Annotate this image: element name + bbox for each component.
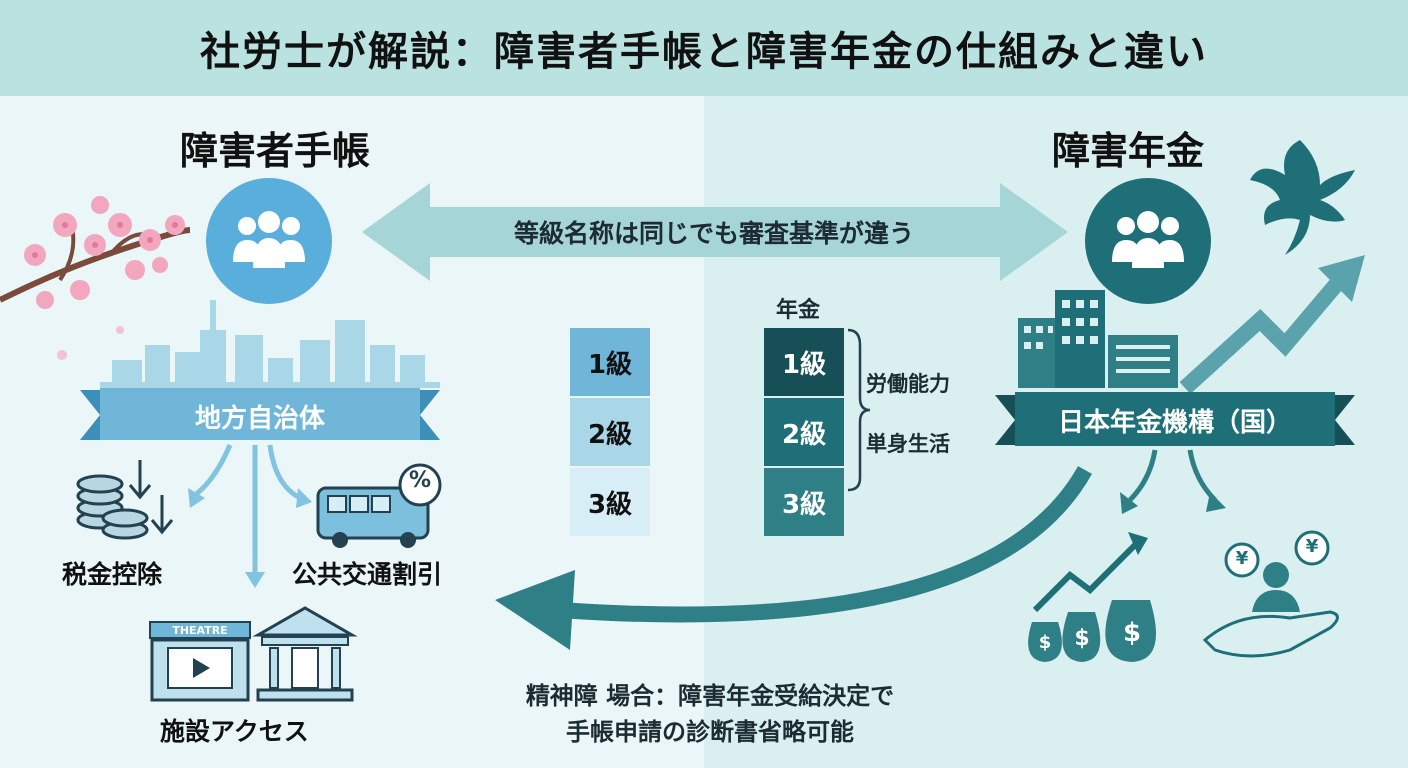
certificate-grade-2: 2級 [570, 398, 650, 466]
theatre-icon [149, 621, 251, 702]
money-bags-icon [1028, 532, 1156, 662]
local-government-banner [80, 388, 440, 440]
bus-icon [316, 463, 442, 548]
page-title: 社労士が解説：障害者手帳と障害年金の仕組みと違い [200, 29, 1208, 75]
local-government-label: 地方自治体 [194, 404, 325, 434]
cherry-blossom-icon [0, 196, 191, 360]
people-icon [233, 211, 305, 268]
office-buildings-icon [1018, 290, 1178, 388]
pension-grade-3: 3級 [764, 468, 844, 536]
disability-certificate-heading: 障害者手帳 [180, 129, 371, 173]
note-line-1: 精神障 場合：障害年金受給決定で [525, 682, 895, 710]
museum-icon [252, 606, 358, 702]
pension-grade-1: 1級 [764, 328, 844, 396]
yen-icon: ¥ [1305, 536, 1319, 557]
work-ability-label: 労働能力 [866, 372, 950, 396]
pension-grade-2: 2級 [764, 398, 844, 466]
coins-icon [76, 474, 149, 540]
dollar-icon: $ [1074, 626, 1090, 651]
city-skyline-icon [100, 300, 440, 388]
dollar-icon: $ [1038, 632, 1052, 653]
japan-pension-service-label: 日本年金機構（国） [1057, 408, 1292, 438]
criteria-bracket [847, 328, 871, 492]
disability-pension-heading: 障害年金 [1052, 129, 1205, 173]
pension-grade-label: 年金 [776, 298, 821, 323]
mental-disability-note: 精神障 場合：障害年金受給決定で 手帳申請の診断書省略可能 [440, 678, 980, 750]
public-transport-discount-label: 公共交通割引 [292, 560, 443, 589]
people-icon-circle-right [1085, 178, 1211, 304]
pension-organization-banner [995, 392, 1355, 446]
benefit-arrows [193, 444, 302, 575]
note-line-2: 手帳申請の診断書省略可能 [566, 718, 854, 746]
facility-access-label: 施設アクセス [160, 717, 309, 746]
theatre-sign: THEATRE [172, 624, 228, 637]
yen-icon: ¥ [1235, 548, 1249, 569]
tax-deduction-label: 税金控除 [62, 560, 163, 589]
people-icon [1112, 211, 1184, 268]
phoenix-icon [1250, 140, 1355, 255]
rising-trend-arrow [1179, 255, 1365, 394]
title-bar: 社労士が解説：障害者手帳と障害年金の仕組みと違い [0, 0, 1408, 96]
certificate-grade-3: 3級 [570, 468, 650, 536]
double-arrow [362, 183, 1068, 281]
arrow-caption: 等級名称は同じでも審査基準が違う [513, 219, 914, 248]
independent-living-label: 単身生活 [866, 432, 950, 456]
down-arrows-icon [128, 460, 174, 535]
dollar-icon: $ [1122, 618, 1142, 648]
curved-arrow [495, 466, 1092, 650]
people-icon-circle-left [206, 178, 332, 304]
certificate-grade-1: 1級 [570, 328, 650, 396]
hand-with-yen-icon [1202, 530, 1339, 658]
percent-icon: % [408, 468, 432, 493]
